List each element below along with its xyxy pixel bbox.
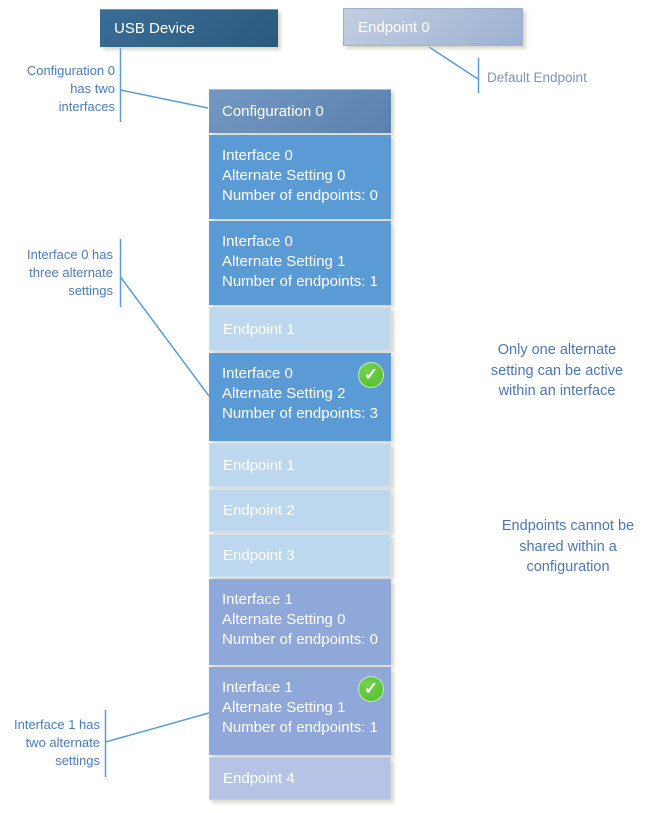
default-endpoint-label: Default Endpoint [487,70,587,85]
endpoint-row-ep2: Endpoint 2 [209,489,391,532]
endpoint0-label: Endpoint 0 [358,18,430,36]
usb-device-label: USB Device [114,20,195,37]
note-alternate-setting: Only one alternate setting can be active… [490,342,624,399]
config-callout-text: Configuration 0 has two interfaces [26,63,115,114]
usb-device-box: USB Device [100,9,278,47]
config-callout-leader-line [120,89,209,109]
note-endpoints-shared: Endpoints cannot be shared within a conf… [501,518,635,575]
interface1-callout-text: Interface 1 has two alternate settings [14,717,100,768]
endpoint-row-ep4: Endpoint 4 [209,757,391,800]
interface-row-i0a0: Interface 0 Alternate Setting 0 Number o… [209,135,391,219]
interface-row-i0a1: Interface 0 Alternate Setting 1 Number o… [209,221,391,305]
endpoint-row-ep3: Endpoint 3 [209,534,391,577]
configuration0-header: Configuration 0 [209,89,391,133]
endpoint-row-ep1a: Endpoint 1 [209,307,391,351]
interface0-callout-leader-line [119,276,210,397]
configuration0-label: Configuration 0 [222,103,324,120]
check-icon: ✓ [358,676,384,702]
default-endpoint-leader-line [428,46,479,80]
interface1-callout-leader-line [105,712,210,743]
interface0-callout-text: Interface 0 has three alternate settings [27,247,113,298]
check-icon: ✓ [358,362,384,388]
endpoint0-box: Endpoint 0 [343,8,523,46]
endpoint-row-ep1b: Endpoint 1 [209,443,391,487]
interface-row-i1a1-active: Interface 1 Alternate Setting 1 Number o… [209,667,391,755]
interface-row-i0a2-active: Interface 0 Alternate Setting 2 Number o… [209,353,391,441]
interface-row-i1a0: Interface 1 Alternate Setting 0 Number o… [209,579,391,665]
